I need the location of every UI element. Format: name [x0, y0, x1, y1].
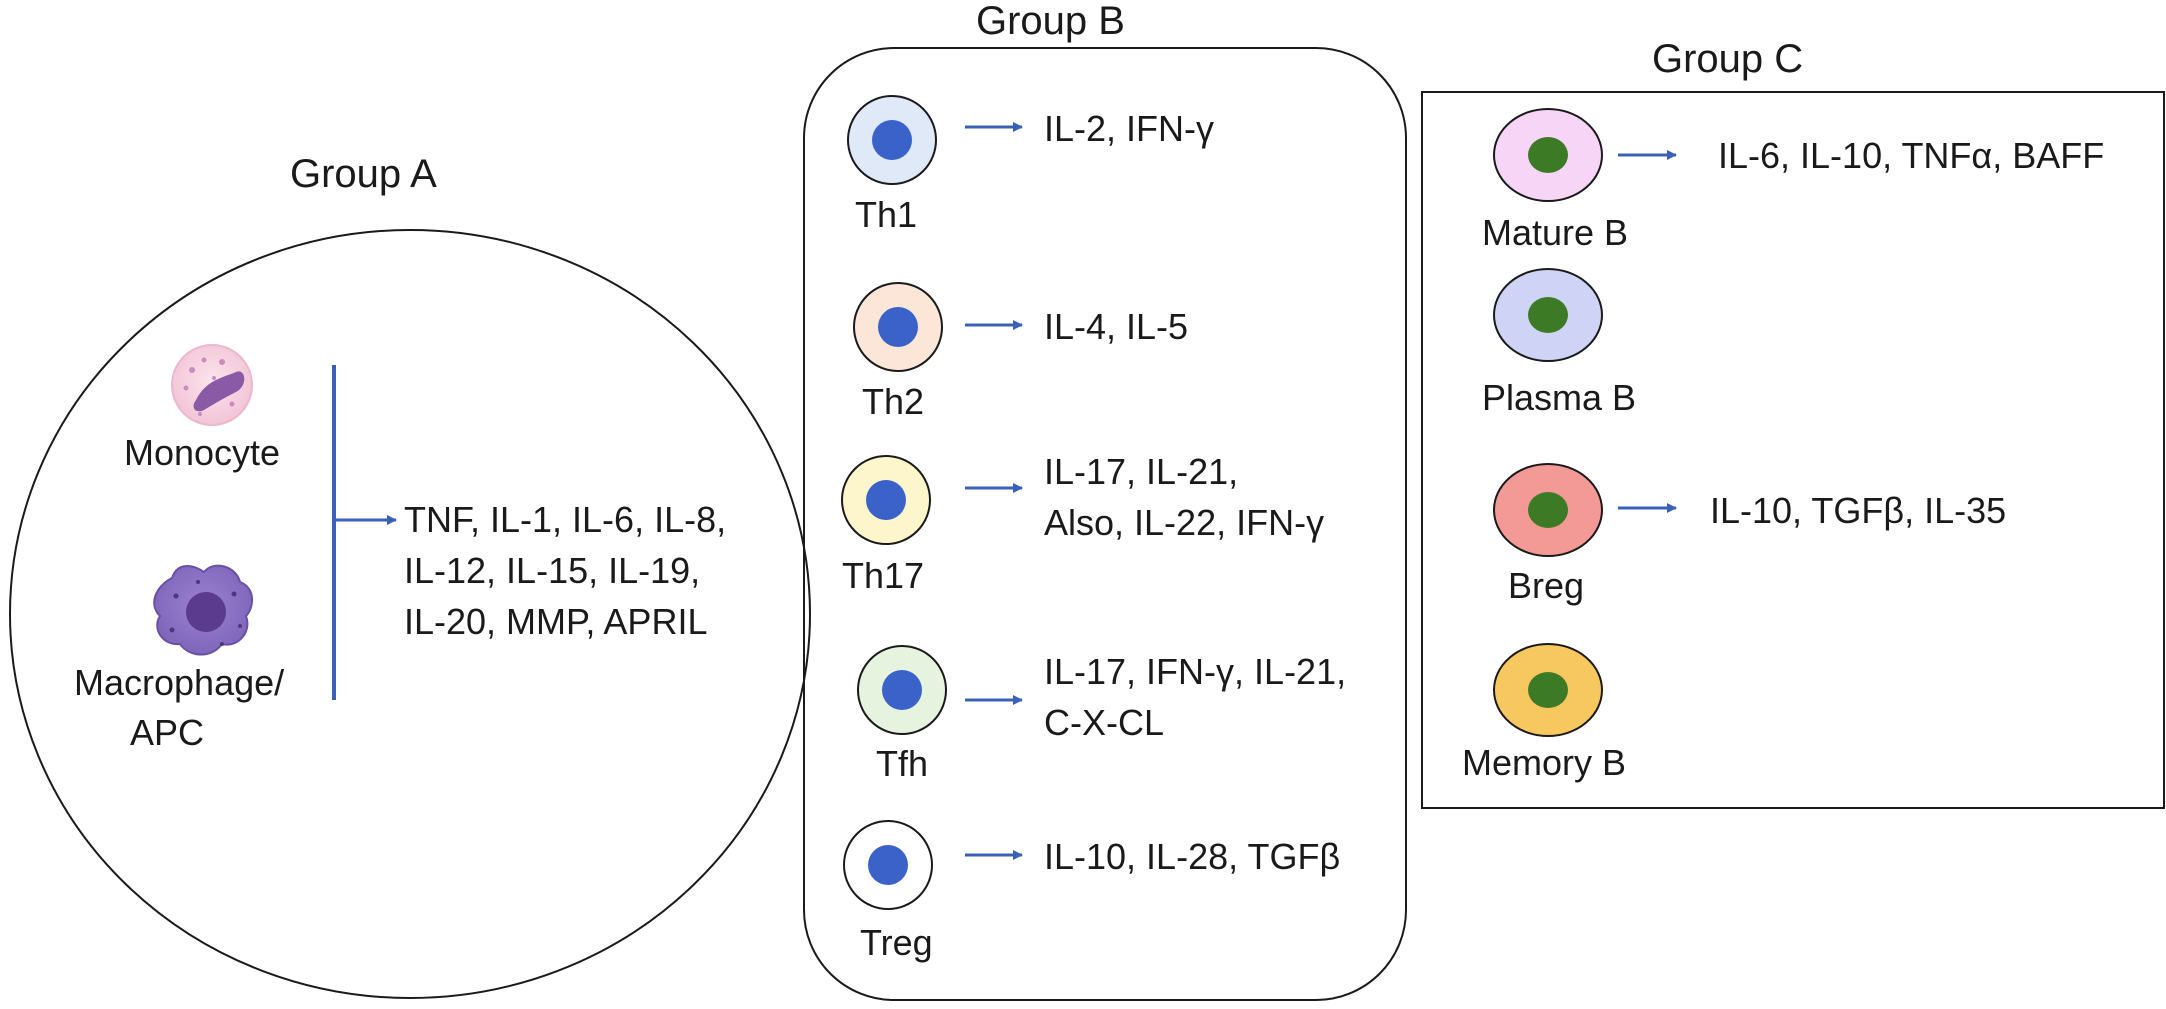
group-b-boundary	[803, 47, 1407, 1001]
group-a: Group A Monocyte Macrophage/ APC	[9, 152, 811, 999]
tcell-label: Treg	[860, 922, 933, 963]
tcell-th1: Th1 IL-2, IFN-γ	[847, 95, 1214, 235]
group-a-cytokines-line3: IL-20, MMP, APRIL	[404, 601, 707, 642]
monocyte-icon	[171, 344, 253, 426]
group-a-cytokines-line1: TNF, IL-1, IL-6, IL-8,	[404, 499, 726, 540]
group-b-title: Group B	[976, 0, 1125, 43]
tcell-cytokines: IL-10, IL-28, TGFβ	[1044, 836, 1340, 877]
bcell-nucleus-icon	[1528, 672, 1568, 708]
macrophage-label-line2: APC	[130, 712, 204, 753]
bcell-nucleus-icon	[1528, 297, 1568, 333]
tcell-nucleus-icon	[866, 480, 906, 520]
bcell-nucleus-icon	[1528, 492, 1568, 528]
tcell-nucleus-icon	[882, 670, 922, 710]
group-a-title: Group A	[290, 152, 437, 196]
bcell-label: Breg	[1508, 565, 1584, 606]
tcell-tfh: Tfh IL-17, IFN-γ, IL-21, C-X-CL	[857, 645, 1346, 784]
monocyte-label: Monocyte	[124, 432, 280, 473]
tcell-th17: Th17 IL-17, IL-21, Also, IL-22, IFN-γ	[841, 451, 1324, 596]
bcell-mature-b: Mature B IL-6, IL-10, TNFα, BAFF	[1482, 108, 2104, 253]
tcell-cytokines: IL-4, IL-5	[1044, 306, 1188, 347]
bcell-label: Memory B	[1462, 742, 1626, 783]
bcell-plasma-b: Plasma B	[1482, 268, 1636, 418]
tcell-th2: Th2 IL-4, IL-5	[853, 282, 1188, 422]
bcell-memory-b: Memory B	[1462, 643, 1626, 783]
bcell-nucleus-icon	[1528, 137, 1568, 173]
tcell-cytokines: Also, IL-22, IFN-γ	[1044, 502, 1324, 543]
tcell-nucleus-icon	[878, 307, 918, 347]
group-c: Group C Mature B IL-6, IL-10, TNFα, BAFF P…	[1421, 37, 2165, 809]
tcell-label: Th17	[842, 555, 924, 596]
bcell-cytokines: IL-6, IL-10, TNFα, BAFF	[1718, 135, 2104, 176]
tcell-nucleus-icon	[868, 845, 908, 885]
group-a-cytokines-line2: IL-12, IL-15, IL-19,	[404, 550, 700, 591]
group-c-title: Group C	[1652, 37, 1803, 81]
tcell-nucleus-icon	[872, 120, 912, 160]
group-a-boundary	[9, 229, 811, 999]
tcell-cytokines: IL-17, IFN-γ, IL-21,	[1044, 651, 1346, 692]
bcell-label: Mature B	[1482, 212, 1628, 253]
bcell-label: Plasma B	[1482, 377, 1636, 418]
tcell-label: Tfh	[876, 743, 928, 784]
tcell-label: Th1	[855, 194, 917, 235]
macrophage-icon	[153, 564, 253, 656]
tcell-cytokines: C-X-CL	[1044, 702, 1164, 743]
bcell-breg: Breg IL-10, TGFβ, IL-35	[1493, 463, 2006, 606]
macrophage-label-line1: Macrophage/	[74, 662, 284, 703]
tcell-treg: Treg IL-10, IL-28, TGFβ	[843, 820, 1340, 963]
group-c-boundary	[1421, 91, 2165, 809]
tcell-cytokines: IL-2, IFN-γ	[1044, 108, 1214, 149]
bcell-cytokines: IL-10, TGFβ, IL-35	[1710, 490, 2006, 531]
tcell-label: Th2	[862, 381, 924, 422]
tcell-cytokines: IL-17, IL-21,	[1044, 451, 1238, 492]
